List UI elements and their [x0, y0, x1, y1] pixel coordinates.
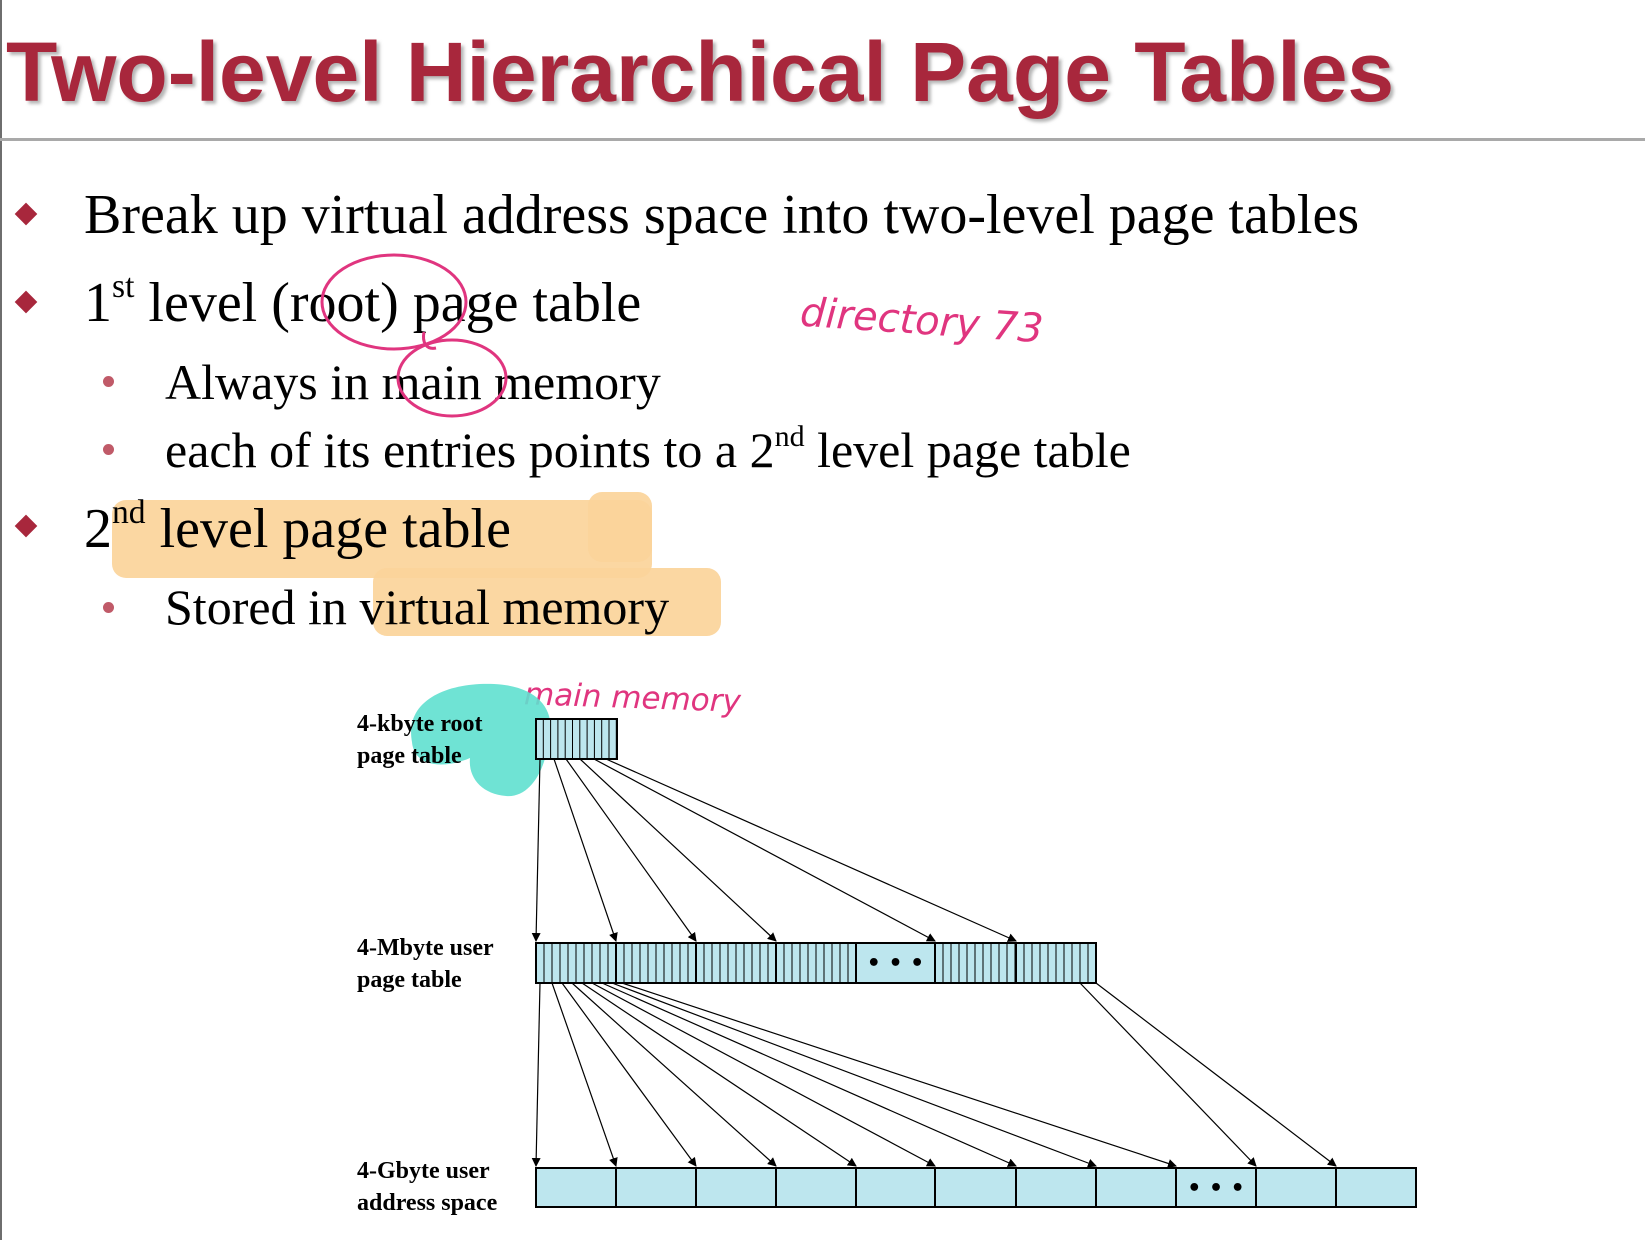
- pointer-arrow: [553, 758, 618, 942]
- ordinal-number: 1: [84, 272, 112, 334]
- sub-bullet-stored-virtual: Stored in virtual memory: [165, 577, 669, 637]
- text-stored-in: Stored in: [165, 579, 360, 635]
- root-table-label: 4-kbyte root page table: [357, 708, 483, 772]
- slide-title: Two-level Hierarchical Page Tables: [6, 25, 1395, 119]
- cyan-highlight-blob: [411, 683, 551, 797]
- ellipsis-dots: • • •: [1187, 1176, 1245, 1201]
- pointer-arrow: [551, 982, 618, 1167]
- left-border: [0, 0, 2, 1240]
- text-virtual-memory: virtual memory: [359, 579, 670, 635]
- bullet-first-level: 1st level (root) page table: [84, 268, 642, 335]
- pointer-arrow: [601, 982, 1017, 1167]
- root-label-line2: page table: [357, 743, 462, 769]
- diagram-arrows: [531, 758, 1337, 1168]
- bullet-text: Break up virtual address space into two-…: [84, 184, 1360, 246]
- bullet-second-level: 2nd level page table: [84, 494, 511, 561]
- text-page-table: page table: [398, 272, 642, 334]
- user-page-table-label: 4-Mbyte user page table: [357, 932, 494, 996]
- title-divider: [0, 138, 1645, 141]
- pointer-arrow: [531, 982, 541, 1167]
- ordinal-suffix: nd: [774, 420, 805, 453]
- pointer-arrow: [621, 982, 1177, 1168]
- pointer-arrow: [561, 982, 697, 1167]
- address-space-label: 4-Gbyte user address space: [357, 1155, 497, 1219]
- highlight-second-level-cap: [588, 492, 652, 562]
- text-level: level: [134, 272, 272, 334]
- sub-bullet-dot: [103, 602, 114, 613]
- ordinal-number: 2: [84, 498, 112, 560]
- text-level-page-table: level page table: [145, 498, 511, 560]
- pointer-arrow: [581, 982, 857, 1167]
- sub-bullet-dot: [103, 444, 114, 455]
- pointer-arrow: [579, 758, 777, 942]
- pointer-arrow: [1095, 982, 1337, 1167]
- pointer-arrow: [565, 758, 697, 942]
- pointer-arrow: [593, 758, 936, 942]
- pointer-arrow: [605, 758, 1017, 942]
- ellipsis-dots: • • •: [867, 951, 925, 976]
- space-label-line1: 4-Gbyte user: [357, 1158, 490, 1184]
- highlight-second-level: [112, 500, 652, 578]
- root-page-table-box: [535, 718, 618, 760]
- sub-bullet-entries-point: each of its entries points to a 2nd leve…: [165, 420, 1131, 480]
- bullet-break-up: Break up virtual address space into two-…: [84, 183, 1359, 247]
- text-level-page-table: level page table: [804, 422, 1131, 478]
- pink-circle-main: [396, 338, 508, 418]
- text-always-in: Always in: [165, 354, 382, 410]
- text-memory: memory: [481, 354, 661, 410]
- address-space-box: [535, 1167, 1417, 1208]
- pointer-arrow: [531, 758, 541, 942]
- space-label-line2: address space: [357, 1190, 498, 1216]
- diagram-boxes: • • • • • •: [535, 718, 1417, 1208]
- pointer-arrow: [1079, 982, 1257, 1167]
- sub-bullet-dot: [103, 376, 114, 387]
- ordinal-suffix: st: [112, 268, 135, 306]
- highlight-virtual-memory: [373, 568, 721, 636]
- root-label-line1: 4-kbyte root: [357, 711, 483, 737]
- user-pt-label-line2: page table: [357, 967, 462, 993]
- text-root: (root): [271, 272, 399, 334]
- user-pt-label-line1: 4-Mbyte user: [357, 935, 494, 961]
- text-entries: each of its entries points to a 2: [165, 422, 775, 478]
- pointer-arrow: [611, 982, 1097, 1168]
- pointer-arrow: [591, 982, 936, 1167]
- ordinal-suffix: nd: [112, 494, 146, 532]
- pointer-arrow: [571, 982, 777, 1167]
- pink-circle-root: [320, 253, 468, 351]
